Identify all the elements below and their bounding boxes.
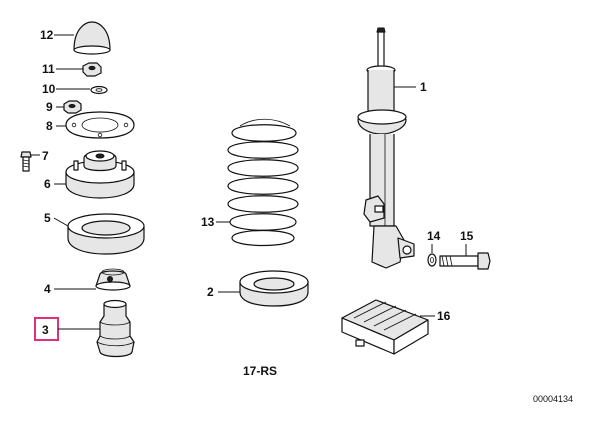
- svg-text:2: 2: [207, 285, 214, 299]
- part-9-nut[interactable]: [63, 100, 82, 114]
- callout-8[interactable]: 8: [46, 119, 66, 133]
- svg-text:6: 6: [44, 177, 51, 191]
- svg-text:8: 8: [46, 119, 53, 133]
- callout-9[interactable]: 9: [46, 100, 64, 114]
- part-2-spring-pad[interactable]: [239, 270, 309, 307]
- svg-text:4: 4: [44, 282, 51, 296]
- svg-text:3: 3: [42, 323, 49, 337]
- callout-1[interactable]: 1: [394, 80, 427, 94]
- part-12-dust-cap[interactable]: [73, 21, 111, 55]
- part-13-coil-spring[interactable]: [227, 118, 299, 247]
- part-3-bump-stop[interactable]: [96, 299, 135, 358]
- svg-text:15: 15: [460, 229, 474, 243]
- callout-10[interactable]: 10: [42, 82, 90, 96]
- callout-7[interactable]: 7: [31, 149, 49, 163]
- svg-text:9: 9: [46, 100, 53, 114]
- svg-text:12: 12: [40, 28, 54, 42]
- callout-6[interactable]: 6: [44, 177, 66, 191]
- callout-4[interactable]: 4: [44, 282, 96, 296]
- svg-text:11: 11: [42, 62, 55, 76]
- svg-text:5: 5: [44, 211, 51, 225]
- callout-3-highlighted[interactable]: 3: [34, 317, 100, 341]
- part-7-bolt[interactable]: [20, 151, 32, 172]
- callout-5[interactable]: 5: [44, 211, 69, 227]
- callout-15[interactable]: 15: [460, 229, 474, 256]
- part-1-shock-absorber[interactable]: [357, 27, 415, 269]
- callout-11[interactable]: 11: [42, 62, 83, 76]
- spring-kit-label: 17-RS: [243, 364, 277, 378]
- part-16-kit-box[interactable]: [341, 299, 429, 355]
- part-11-nut[interactable]: [82, 62, 102, 77]
- svg-text:16: 16: [437, 309, 451, 323]
- part-5-spring-seat[interactable]: [67, 213, 145, 255]
- drawing-number: 00004134: [533, 394, 573, 404]
- callout-12[interactable]: 12: [40, 28, 74, 42]
- svg-text:13: 13: [201, 215, 215, 229]
- callout-14[interactable]: 14: [427, 229, 441, 253]
- callout-2[interactable]: 2: [207, 285, 240, 299]
- svg-text:10: 10: [42, 82, 56, 96]
- svg-text:7: 7: [42, 149, 49, 163]
- callout-16[interactable]: 16: [420, 309, 451, 323]
- svg-text:14: 14: [427, 229, 441, 243]
- part-4-bump-stop-cup[interactable]: [95, 268, 131, 291]
- part-15-bolt[interactable]: [439, 252, 491, 270]
- callout-13[interactable]: 13: [201, 215, 230, 229]
- part-10-washer[interactable]: [90, 85, 108, 95]
- svg-text:1: 1: [420, 80, 427, 94]
- part-6-strut-mount[interactable]: [65, 150, 135, 199]
- part-14-washer[interactable]: [427, 253, 437, 267]
- part-8-gasket[interactable]: [65, 111, 135, 139]
